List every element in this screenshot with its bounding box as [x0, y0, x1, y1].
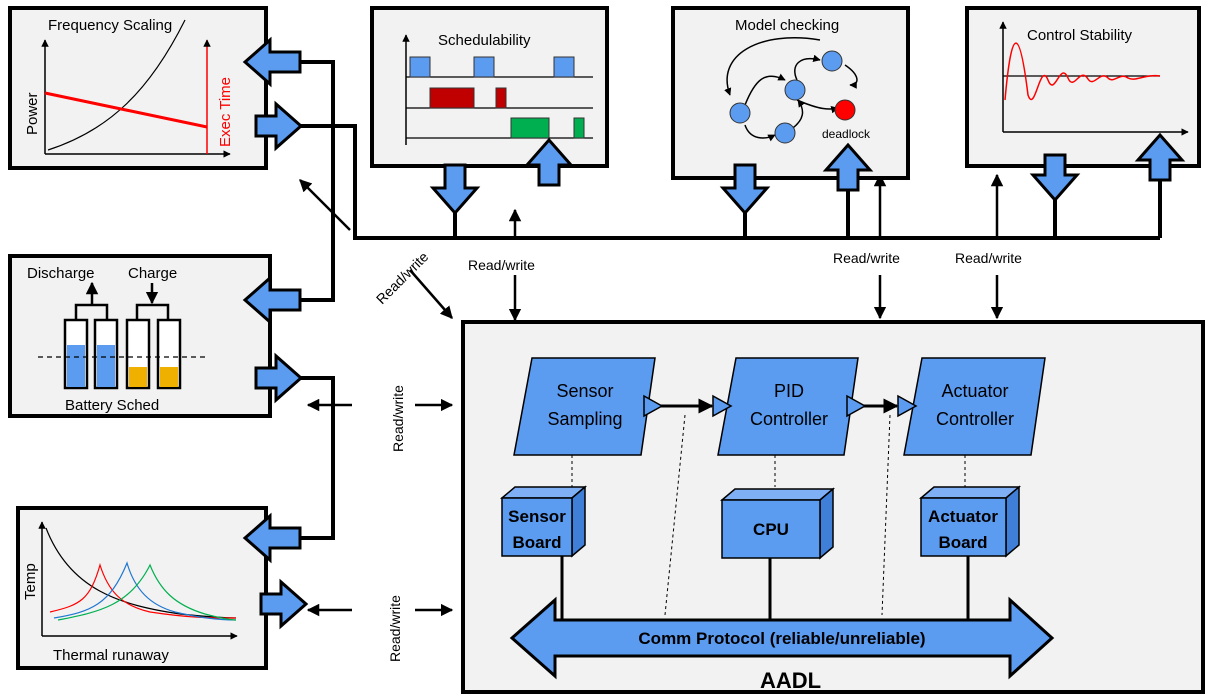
- port-arrows: [242, 36, 1186, 630]
- sched-output-port: [523, 137, 575, 187]
- thread-sensor-sampling: [513, 357, 656, 456]
- aadl-title: AADL: [760, 668, 821, 693]
- proc-2-line1: CPU: [753, 520, 789, 539]
- aadl-panel: AADL Sensor Sampling PID Controller Actu…: [461, 320, 1205, 694]
- thread-pid-controller: [717, 357, 859, 456]
- task2-job-b: [495, 87, 507, 109]
- battery-panel: Discharge Charge Battery Sched: [8, 254, 272, 418]
- bus-label: Comm Protocol (reliable/unreliable): [638, 629, 925, 648]
- freq-input-port: [242, 36, 302, 88]
- thread-2-line1: PID: [774, 381, 804, 401]
- task2-job-a: [429, 87, 475, 109]
- thermal-panel: Temp Thermal runaway: [16, 506, 268, 670]
- temp-axis-label: Temp: [22, 563, 39, 600]
- rw-label-1: Read/write: [468, 257, 535, 273]
- backbone-lines: [290, 60, 1162, 540]
- state-node-4: [774, 122, 796, 144]
- power-axis-label: Power: [24, 92, 41, 135]
- task1-job-c: [553, 56, 575, 78]
- mc-input-port: [719, 163, 771, 216]
- task3-job-b: [573, 117, 585, 139]
- proc-3-line2: Board: [938, 533, 987, 552]
- discharge-label: Discharge: [27, 265, 95, 282]
- schedulability-title: Schedulability: [438, 32, 531, 49]
- exec-time-axis-label: Exec Time: [217, 77, 234, 147]
- battery-output-port: [254, 352, 304, 404]
- thermal-input-port: [242, 512, 302, 564]
- processor-actuator-board: [920, 497, 1007, 557]
- thermal-output-port: [259, 578, 309, 630]
- rw-label-5: Read/write: [390, 385, 406, 452]
- thread-2-line2: Controller: [750, 409, 828, 429]
- frequency-scaling-panel: Frequency Scaling Power Exec Time: [8, 6, 268, 170]
- comm-protocol-bus: [509, 596, 1055, 680]
- thermal-runaway-title: Thermal runaway: [53, 647, 169, 664]
- battery-sched-title: Battery Sched: [65, 397, 159, 414]
- state-node-2: [784, 79, 806, 101]
- proc-1-line2: Board: [512, 533, 561, 552]
- schedulability-panel: Schedulability: [370, 6, 609, 168]
- cs-output-port: [1134, 132, 1186, 182]
- processor-cpu: [721, 499, 821, 559]
- deadlock-node: [834, 99, 856, 121]
- battery-input-port: [242, 274, 302, 326]
- task1-job-b: [473, 56, 495, 78]
- frequency-scaling-title: Frequency Scaling: [48, 17, 172, 34]
- thread-1-line2: Sampling: [547, 409, 622, 429]
- state-node-1: [821, 50, 843, 72]
- mc-output-port: [822, 142, 874, 192]
- model-checking-panel: Model checking deadlock: [671, 6, 910, 180]
- deadlock-label: deadlock: [822, 127, 871, 141]
- proc-1-line1: Sensor: [508, 507, 566, 526]
- proc-3-line1: Actuator: [928, 507, 998, 526]
- cs-input-port: [1029, 153, 1081, 203]
- sched-input-port: [429, 163, 481, 216]
- task1-job-a: [409, 56, 431, 78]
- thread-actuator-controller: [903, 357, 1046, 456]
- rw-label-3: Read/write: [955, 250, 1022, 266]
- control-stability-title: Control Stability: [1027, 27, 1133, 44]
- processor-sensor-board: [501, 497, 573, 557]
- thread-3-line2: Controller: [936, 409, 1014, 429]
- charge-label: Charge: [128, 265, 177, 282]
- rw-label-6: Read/write: [387, 595, 403, 662]
- control-stability-panel: Control Stability: [965, 6, 1201, 168]
- rw-label-2: Read/write: [833, 250, 900, 266]
- thread-1-line1: Sensor: [556, 381, 613, 401]
- task3-job-a: [510, 117, 550, 139]
- model-checking-title: Model checking: [735, 17, 839, 34]
- thread-3-line1: Actuator: [941, 381, 1008, 401]
- read-write-arrows: [299, 173, 1004, 617]
- state-node-3: [729, 102, 751, 124]
- rw-label-4: Read/write: [373, 248, 432, 307]
- freq-output-port: [254, 100, 304, 152]
